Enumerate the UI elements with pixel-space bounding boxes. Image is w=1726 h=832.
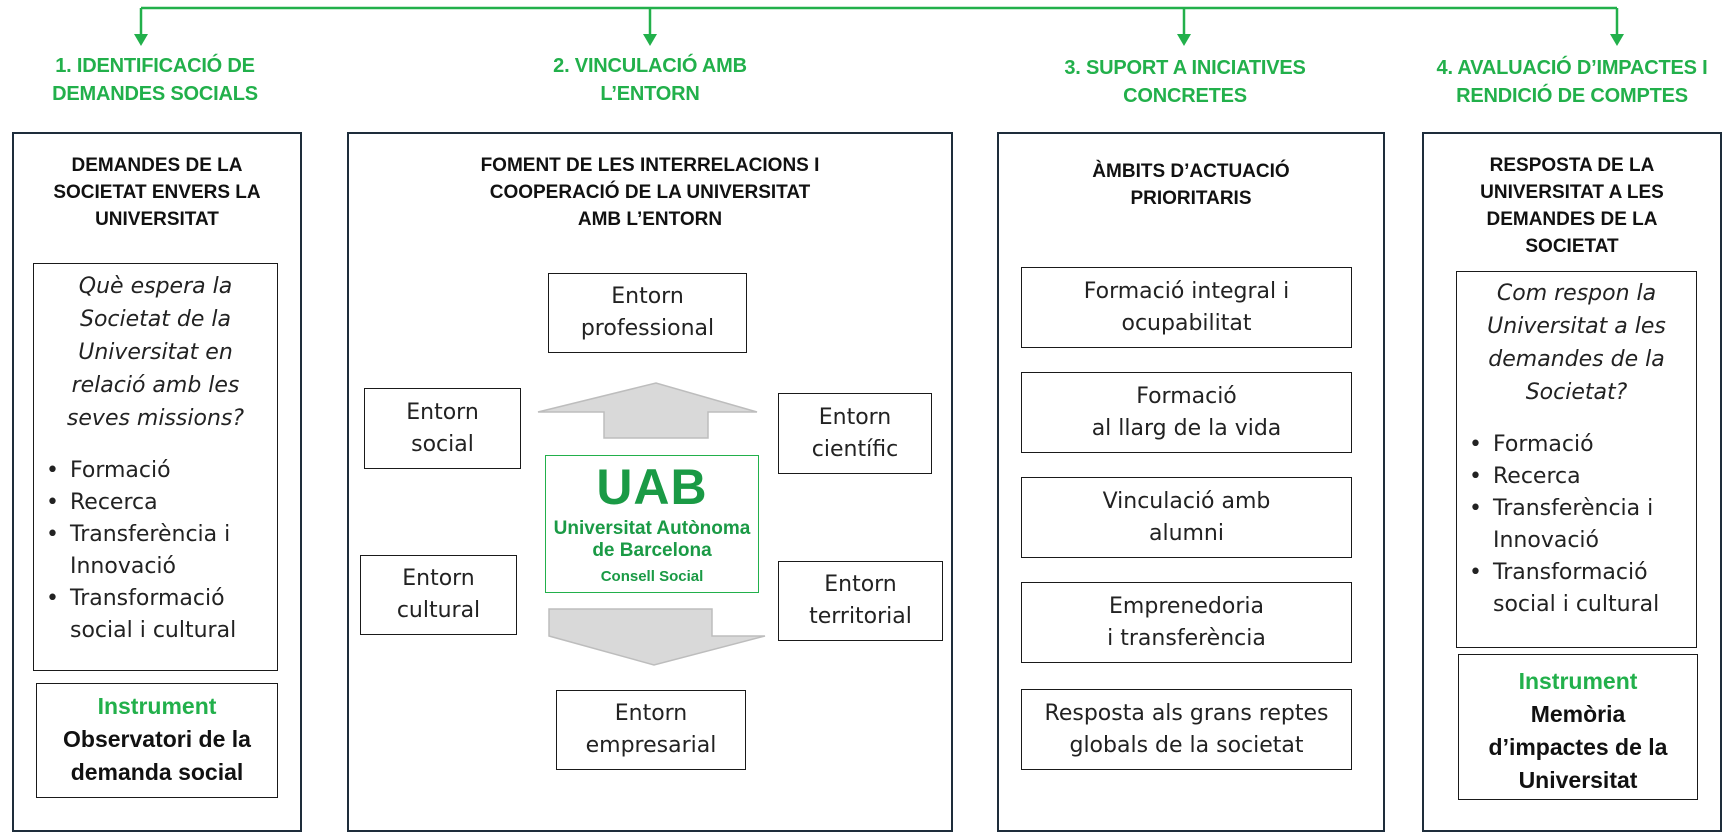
entorn-territorial: Entorn territorial [778, 561, 943, 641]
bullet-item: Transferència i Innovació [34, 519, 277, 583]
bullet-item: Recerca [34, 487, 277, 519]
bullet-list: Formació Recerca Transferència i Innovac… [1457, 429, 1696, 621]
panel-demandes: DEMANDES DE LA SOCIETAT ENVERS LA UNIVER… [12, 132, 302, 832]
instrument-text: Memòria d’impactes de la Universitat [1488, 701, 1668, 793]
panel-heading: DEMANDES DE LA SOCIETAT ENVERS LA UNIVER… [53, 155, 261, 230]
entorn-social: Entorn social [364, 388, 521, 469]
bullet-item: Transformació social i cultural [1457, 557, 1696, 621]
question-box: Què espera la Societat de la Universitat… [33, 263, 278, 671]
instrument-label: Instrument [97, 693, 217, 719]
up-arrow-icon [537, 382, 758, 439]
down-arrow-icon [643, 34, 657, 46]
logo-name-line1: Universitat Autònoma [553, 518, 751, 539]
bullet-item: Formació [34, 455, 277, 487]
ambit-item: Vinculació amb alumni [1021, 477, 1352, 558]
panel-heading: RESPOSTA DE LA UNIVERSITAT A LES DEMANDE… [1480, 155, 1664, 257]
down-arrow-icon [548, 608, 766, 666]
instrument-text: Observatori de la demanda social [63, 726, 251, 785]
entorn-empresarial: Entorn empresarial [556, 690, 746, 770]
instrument-box: Instrument Observatori de la demanda soc… [36, 683, 278, 798]
entorn-cultural: Entorn cultural [360, 555, 517, 635]
bullet-item: Formació [1457, 429, 1696, 461]
panel-heading: FOMENT DE LES INTERRELACIONS I COOPERACI… [480, 155, 820, 230]
down-arrow-icon [134, 34, 148, 46]
stage-title-1: 1. IDENTIFICACIÓ DE DEMANDES SOCIALS [52, 55, 258, 105]
stage-title-3: 3. SUPORT A INICIATIVES CONCRETES [1064, 57, 1306, 107]
panel-avaluacio: RESPOSTA DE LA UNIVERSITAT A LES DEMANDE… [1422, 132, 1722, 832]
entorn-cientific: Entorn científic [778, 393, 932, 474]
uab-logo: UAB Universitat Autònoma de Barcelona Co… [545, 455, 759, 593]
logo-acronym: UAB [596, 459, 708, 515]
ambit-item: Formació al llarg de la vida [1021, 372, 1352, 453]
question-box: Com respon la Universitat a les demandes… [1456, 271, 1697, 648]
ambit-item: Resposta als grans reptes globals de la … [1021, 689, 1352, 770]
ambit-item: Formació integral i ocupabilitat [1021, 267, 1352, 348]
logo-sub: Consell Social [600, 568, 704, 585]
question-text: Com respon la Universitat a les demandes… [1487, 281, 1666, 405]
ambit-item: Emprenedoria i transferència [1021, 582, 1352, 663]
stage-title-2: 2. VINCULACIÓ AMB L’ENTORN [553, 55, 747, 105]
bullet-item: Recerca [1457, 461, 1696, 493]
stage-connector [134, 6, 1624, 46]
question-text: Què espera la Societat de la Universitat… [66, 274, 245, 431]
logo-name-line2: de Barcelona [592, 540, 712, 561]
bullet-list: Formació Recerca Transferència i Innovac… [34, 455, 277, 647]
down-arrow-icon [1610, 34, 1624, 46]
stage-title-4: 4. AVALUACIÓ D’IMPACTES I RENDICIÓ DE CO… [1436, 57, 1708, 107]
bullet-item: Transferència i Innovació [1457, 493, 1696, 557]
bullet-item: Transformació social i cultural [34, 583, 277, 647]
panel-heading: ÀMBITS D’ACTUACIÓ PRIORITARIS [1092, 161, 1290, 209]
flow-arrows [537, 382, 766, 666]
instrument-box: Instrument Memòria d’impactes de la Univ… [1458, 654, 1698, 800]
entorn-professional: Entorn professional [548, 273, 747, 353]
down-arrow-icon [1177, 34, 1191, 46]
instrument-label: Instrument [1518, 668, 1638, 694]
